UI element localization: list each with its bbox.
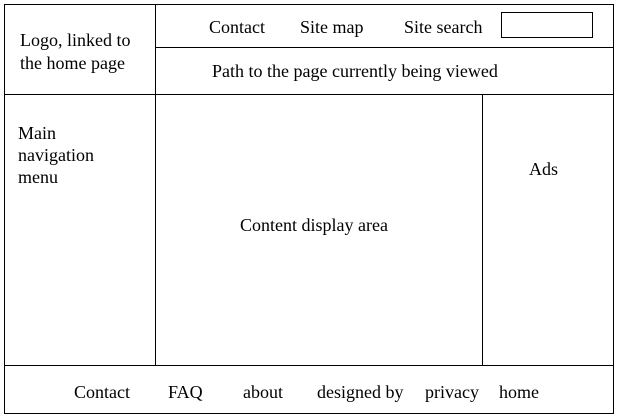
breadcrumb: Path to the page currently being viewed xyxy=(212,61,498,81)
ads-area[interactable]: Ads xyxy=(529,159,559,179)
main-navigation-menu[interactable]: Main navigation menu xyxy=(18,123,94,187)
footer-contact-link[interactable]: Contact xyxy=(74,382,130,402)
site-search-label: Site search xyxy=(404,17,483,37)
footer-faq-link[interactable]: FAQ xyxy=(168,382,203,402)
header-bottom-divider xyxy=(4,94,614,95)
site-search-input[interactable] xyxy=(501,12,593,38)
contact-link[interactable]: Contact xyxy=(209,17,265,37)
footer-divider xyxy=(4,365,614,366)
sidebar-divider xyxy=(155,94,156,366)
footer-designed-by-link[interactable]: designed by xyxy=(317,382,404,402)
logo-label-line-1[interactable]: Logo, linked to the home page xyxy=(20,30,131,73)
header-vertical-divider xyxy=(155,4,156,95)
wireframe-frame xyxy=(4,4,614,414)
content-display-area: Content display area xyxy=(240,215,388,235)
header-horizontal-divider xyxy=(155,47,614,48)
site-map-link[interactable]: Site map xyxy=(300,17,364,37)
footer-privacy-link[interactable]: privacy xyxy=(425,382,479,402)
ads-divider xyxy=(482,94,483,366)
footer-about-link[interactable]: about xyxy=(243,382,283,402)
footer-home-link[interactable]: home xyxy=(499,382,539,402)
